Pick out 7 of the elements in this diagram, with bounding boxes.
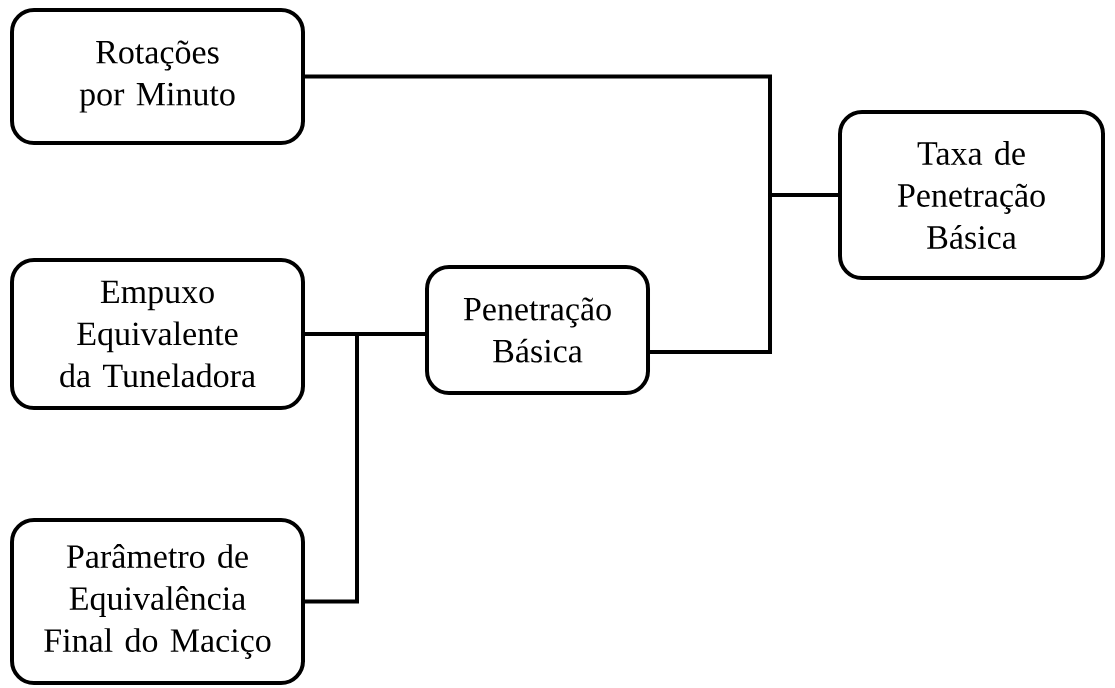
process-box: Taxa de Penetração Básica bbox=[838, 110, 1105, 280]
connector-line bbox=[650, 193, 838, 354]
process-box: Rotações por Minuto bbox=[10, 8, 305, 145]
process-box: Empuxo Equivalente da Tuneladora bbox=[10, 258, 305, 410]
process-box: Penetração Básica bbox=[425, 265, 650, 395]
connector-line bbox=[305, 332, 425, 604]
process-box: Parâmetro de Equivalência Final do Maciço bbox=[10, 518, 305, 685]
